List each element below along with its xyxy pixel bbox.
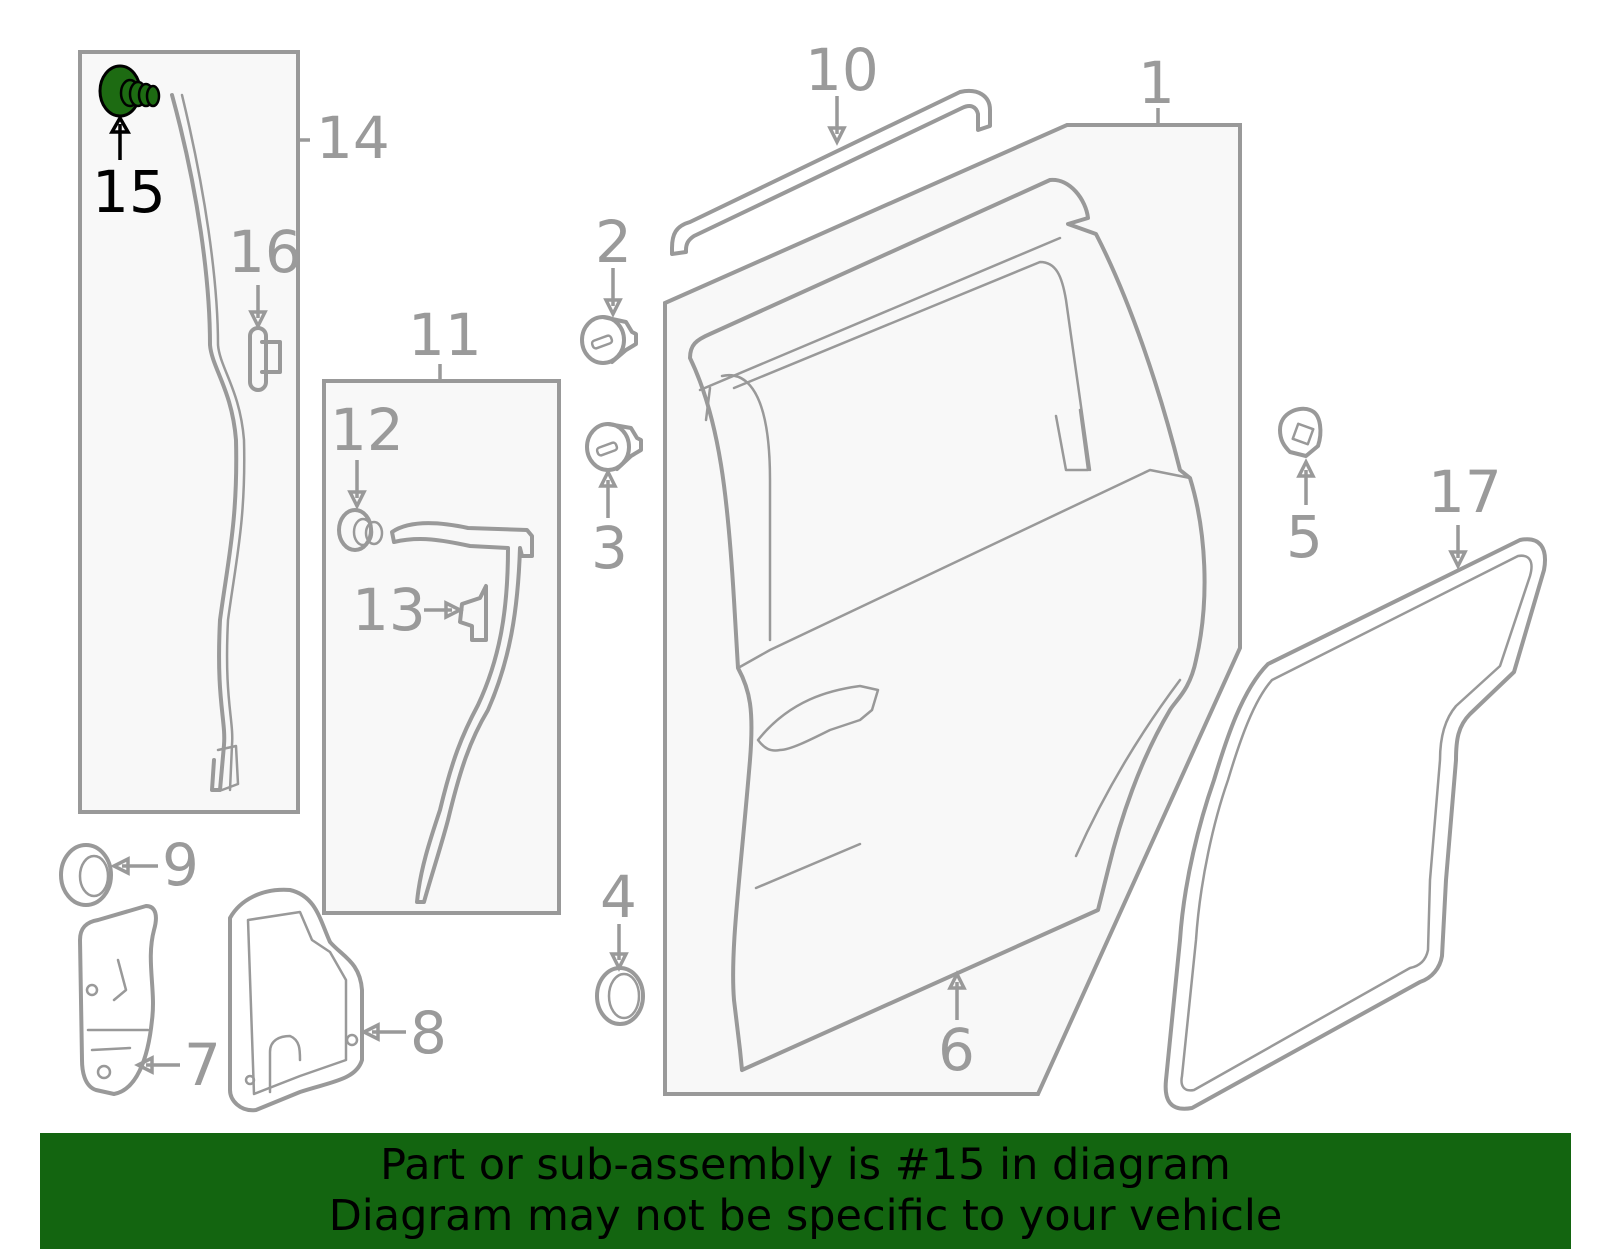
callout-2: 2 [595, 208, 632, 276]
arrow-12 [347, 490, 367, 510]
arrow-10 [827, 126, 847, 146]
callout-10: 10 [805, 36, 879, 104]
part-12-grommet[interactable] [337, 508, 384, 552]
leader-lines [108, 96, 1468, 1075]
arrow-5 [1296, 458, 1316, 478]
arrow-16 [248, 310, 268, 330]
arrow-6 [947, 970, 967, 990]
part-10-molding[interactable] [670, 89, 992, 256]
arrow-3 [598, 468, 618, 488]
callout-6: 6 [938, 1016, 975, 1084]
callout-3: 3 [591, 514, 628, 582]
part-14-weatherstrip[interactable] [170, 93, 246, 792]
part-7-plate[interactable] [78, 904, 158, 1096]
arrow-7 [134, 1055, 154, 1075]
arrow-13 [444, 600, 464, 620]
part-11-channel[interactable] [390, 521, 534, 904]
banner-line-part: Part or sub-assembly is #15 in diagram [380, 1140, 1231, 1190]
group-box-1 [663, 123, 1242, 1096]
callout-16: 16 [228, 218, 302, 286]
callout-14: 14 [316, 104, 390, 172]
part-3-bumper[interactable] [585, 422, 643, 472]
callout-1: 1 [1138, 49, 1175, 117]
arrow-15 [108, 114, 132, 134]
info-banner: Part or sub-assembly is #15 in diagram D… [40, 1133, 1571, 1249]
callout-15: 15 [92, 158, 166, 226]
callout-5: 5 [1286, 503, 1323, 571]
part-8-latch[interactable] [228, 887, 364, 1113]
callout-8: 8 [410, 999, 447, 1067]
part-2-bumper[interactable] [580, 315, 638, 365]
part-9-grommet[interactable] [59, 843, 113, 907]
callout-7: 7 [184, 1031, 221, 1099]
part-6-door-panel[interactable] [688, 177, 1207, 1072]
part-13-clip[interactable] [458, 584, 488, 642]
callout-numbers: 1 2 3 4 5 6 7 8 9 10 11 12 13 14 15 16 1… [92, 36, 1502, 1099]
callout-12: 12 [330, 396, 404, 464]
callout-4: 4 [600, 863, 637, 931]
part-5-plug[interactable] [1278, 406, 1323, 458]
arrow-9 [110, 856, 130, 876]
group-box-14 [78, 50, 300, 814]
part-15-clip-highlighted[interactable] [98, 64, 161, 118]
callout-11: 11 [408, 301, 482, 369]
callout-13: 13 [352, 576, 426, 644]
arrow-8 [360, 1022, 380, 1042]
banner-line-disclaimer: Diagram may not be specific to your vehi… [328, 1191, 1283, 1241]
arrow-4 [609, 952, 629, 972]
group-box-11 [322, 379, 561, 915]
part-4-grommet[interactable] [595, 966, 645, 1026]
arrow-17 [1448, 550, 1468, 570]
callout-9: 9 [162, 831, 199, 899]
callout-17: 17 [1428, 458, 1502, 526]
arrow-2 [603, 298, 623, 318]
part-17-door-seal[interactable] [1163, 537, 1547, 1111]
